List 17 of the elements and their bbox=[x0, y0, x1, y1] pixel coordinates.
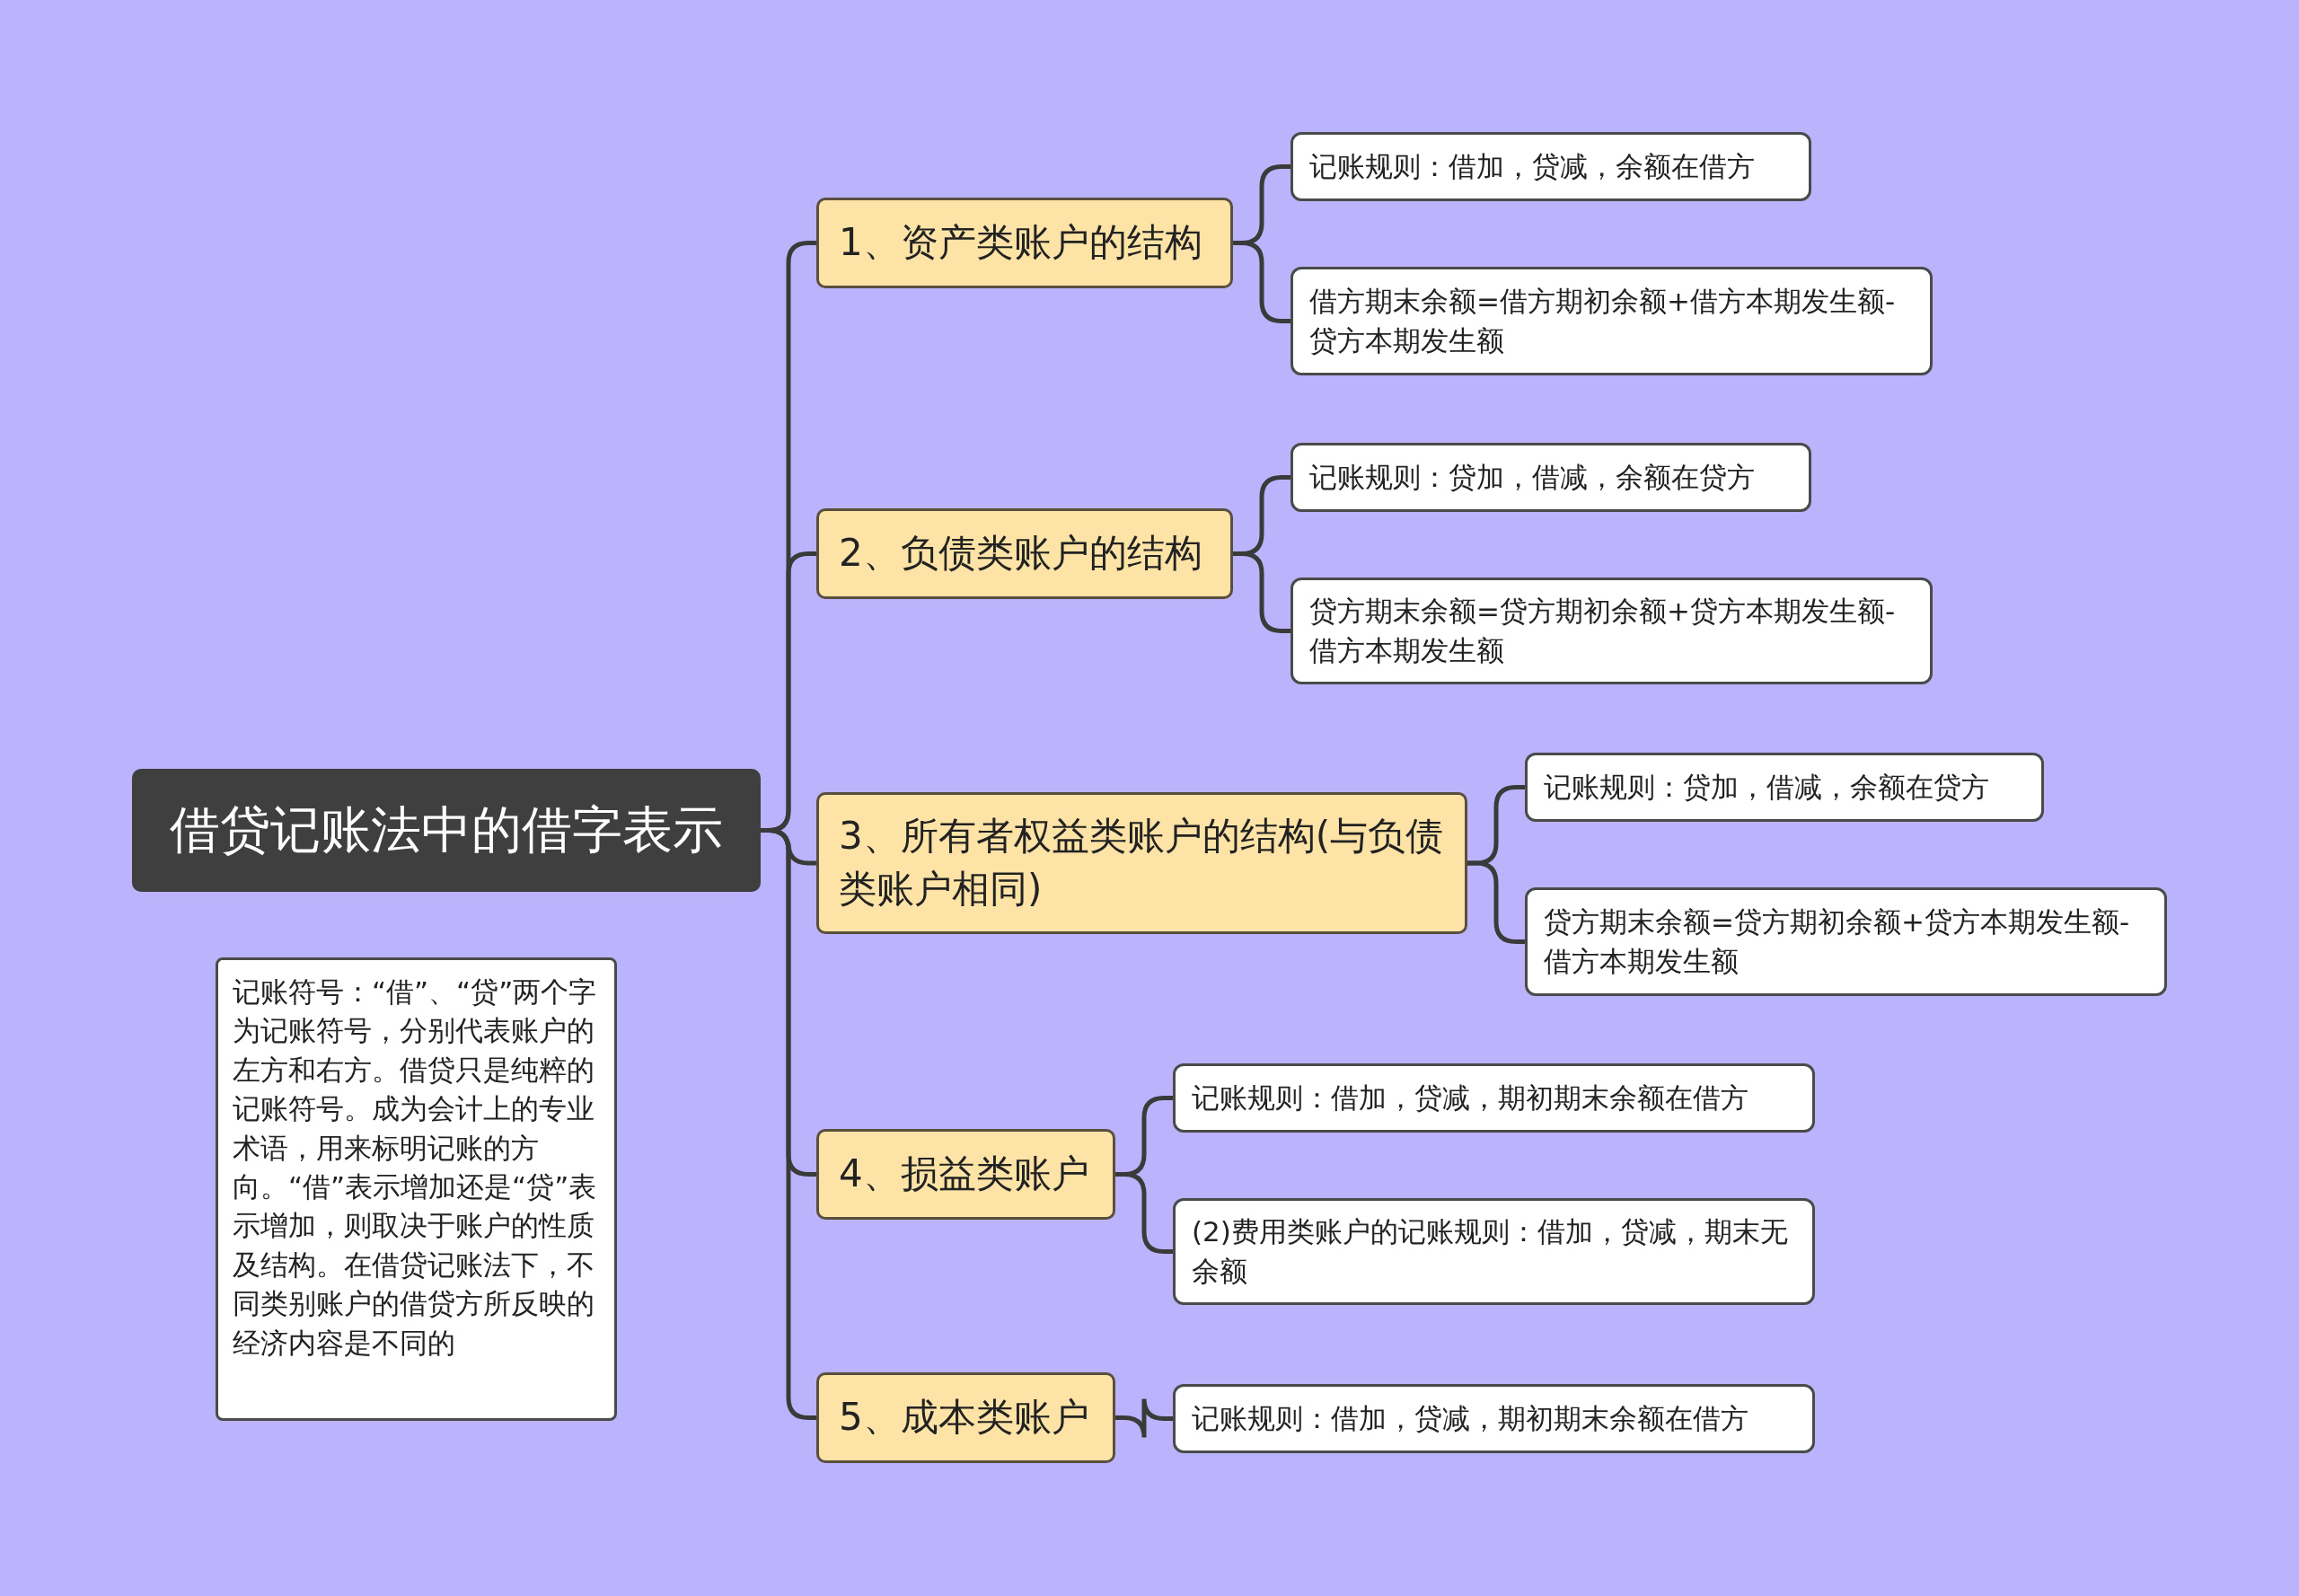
leaf-box: 贷方期末余额=贷方期初余额+贷方本期发生额-借方本期发生额 bbox=[1525, 887, 2167, 996]
title-box: 借贷记账法中的借字表示 bbox=[132, 769, 761, 892]
leaf-box: 贷方期末余额=贷方期初余额+贷方本期发生额-借方本期发生额 bbox=[1290, 578, 1933, 684]
leaf-box: 记账规则：借加，贷减，余额在借方 bbox=[1290, 132, 1811, 201]
leaf-box: 记账规则：贷加，借减，余额在贷方 bbox=[1290, 443, 1811, 512]
leaf-box: 记账规则：借加，贷减，期初期末余额在借方 bbox=[1173, 1384, 1815, 1453]
topic-box: 2、负债类账户的结构 bbox=[816, 508, 1233, 599]
note-box: 记账符号：“借”、“贷”两个字为记账符号，分别代表账户的左方和右方。借贷只是纯粹的记账符号。成为会计上的专业术语，用来标明记账的方向。“借”表示增加还是“贷”表示增加，则取决于账户的性质及结构。在借贷记账法下，不同类别账户的借贷方所反映的经济内容是不同的 bbox=[216, 957, 617, 1421]
topic-box: 1、资产类账户的结构 bbox=[816, 198, 1233, 288]
topic-box: 5、成本类账户 bbox=[816, 1372, 1115, 1463]
leaf-box: 借方期末余额=借方期初余额+借方本期发生额-贷方本期发生额 bbox=[1290, 267, 1933, 375]
topic-box: 4、损益类账户 bbox=[816, 1129, 1115, 1220]
topic-box: 3、所有者权益类账户的结构(与负债类账户相同) bbox=[816, 792, 1467, 934]
connector-line bbox=[1115, 1397, 1173, 1440]
leaf-box: 记账规则：借加，贷减，期初期末余额在借方 bbox=[1173, 1063, 1815, 1133]
leaf-box: 记账规则：贷加，借减，余额在贷方 bbox=[1525, 753, 2044, 822]
leaf-box: (2)费用类账户的记账规则：借加，贷减，期末无余额 bbox=[1173, 1198, 1815, 1305]
